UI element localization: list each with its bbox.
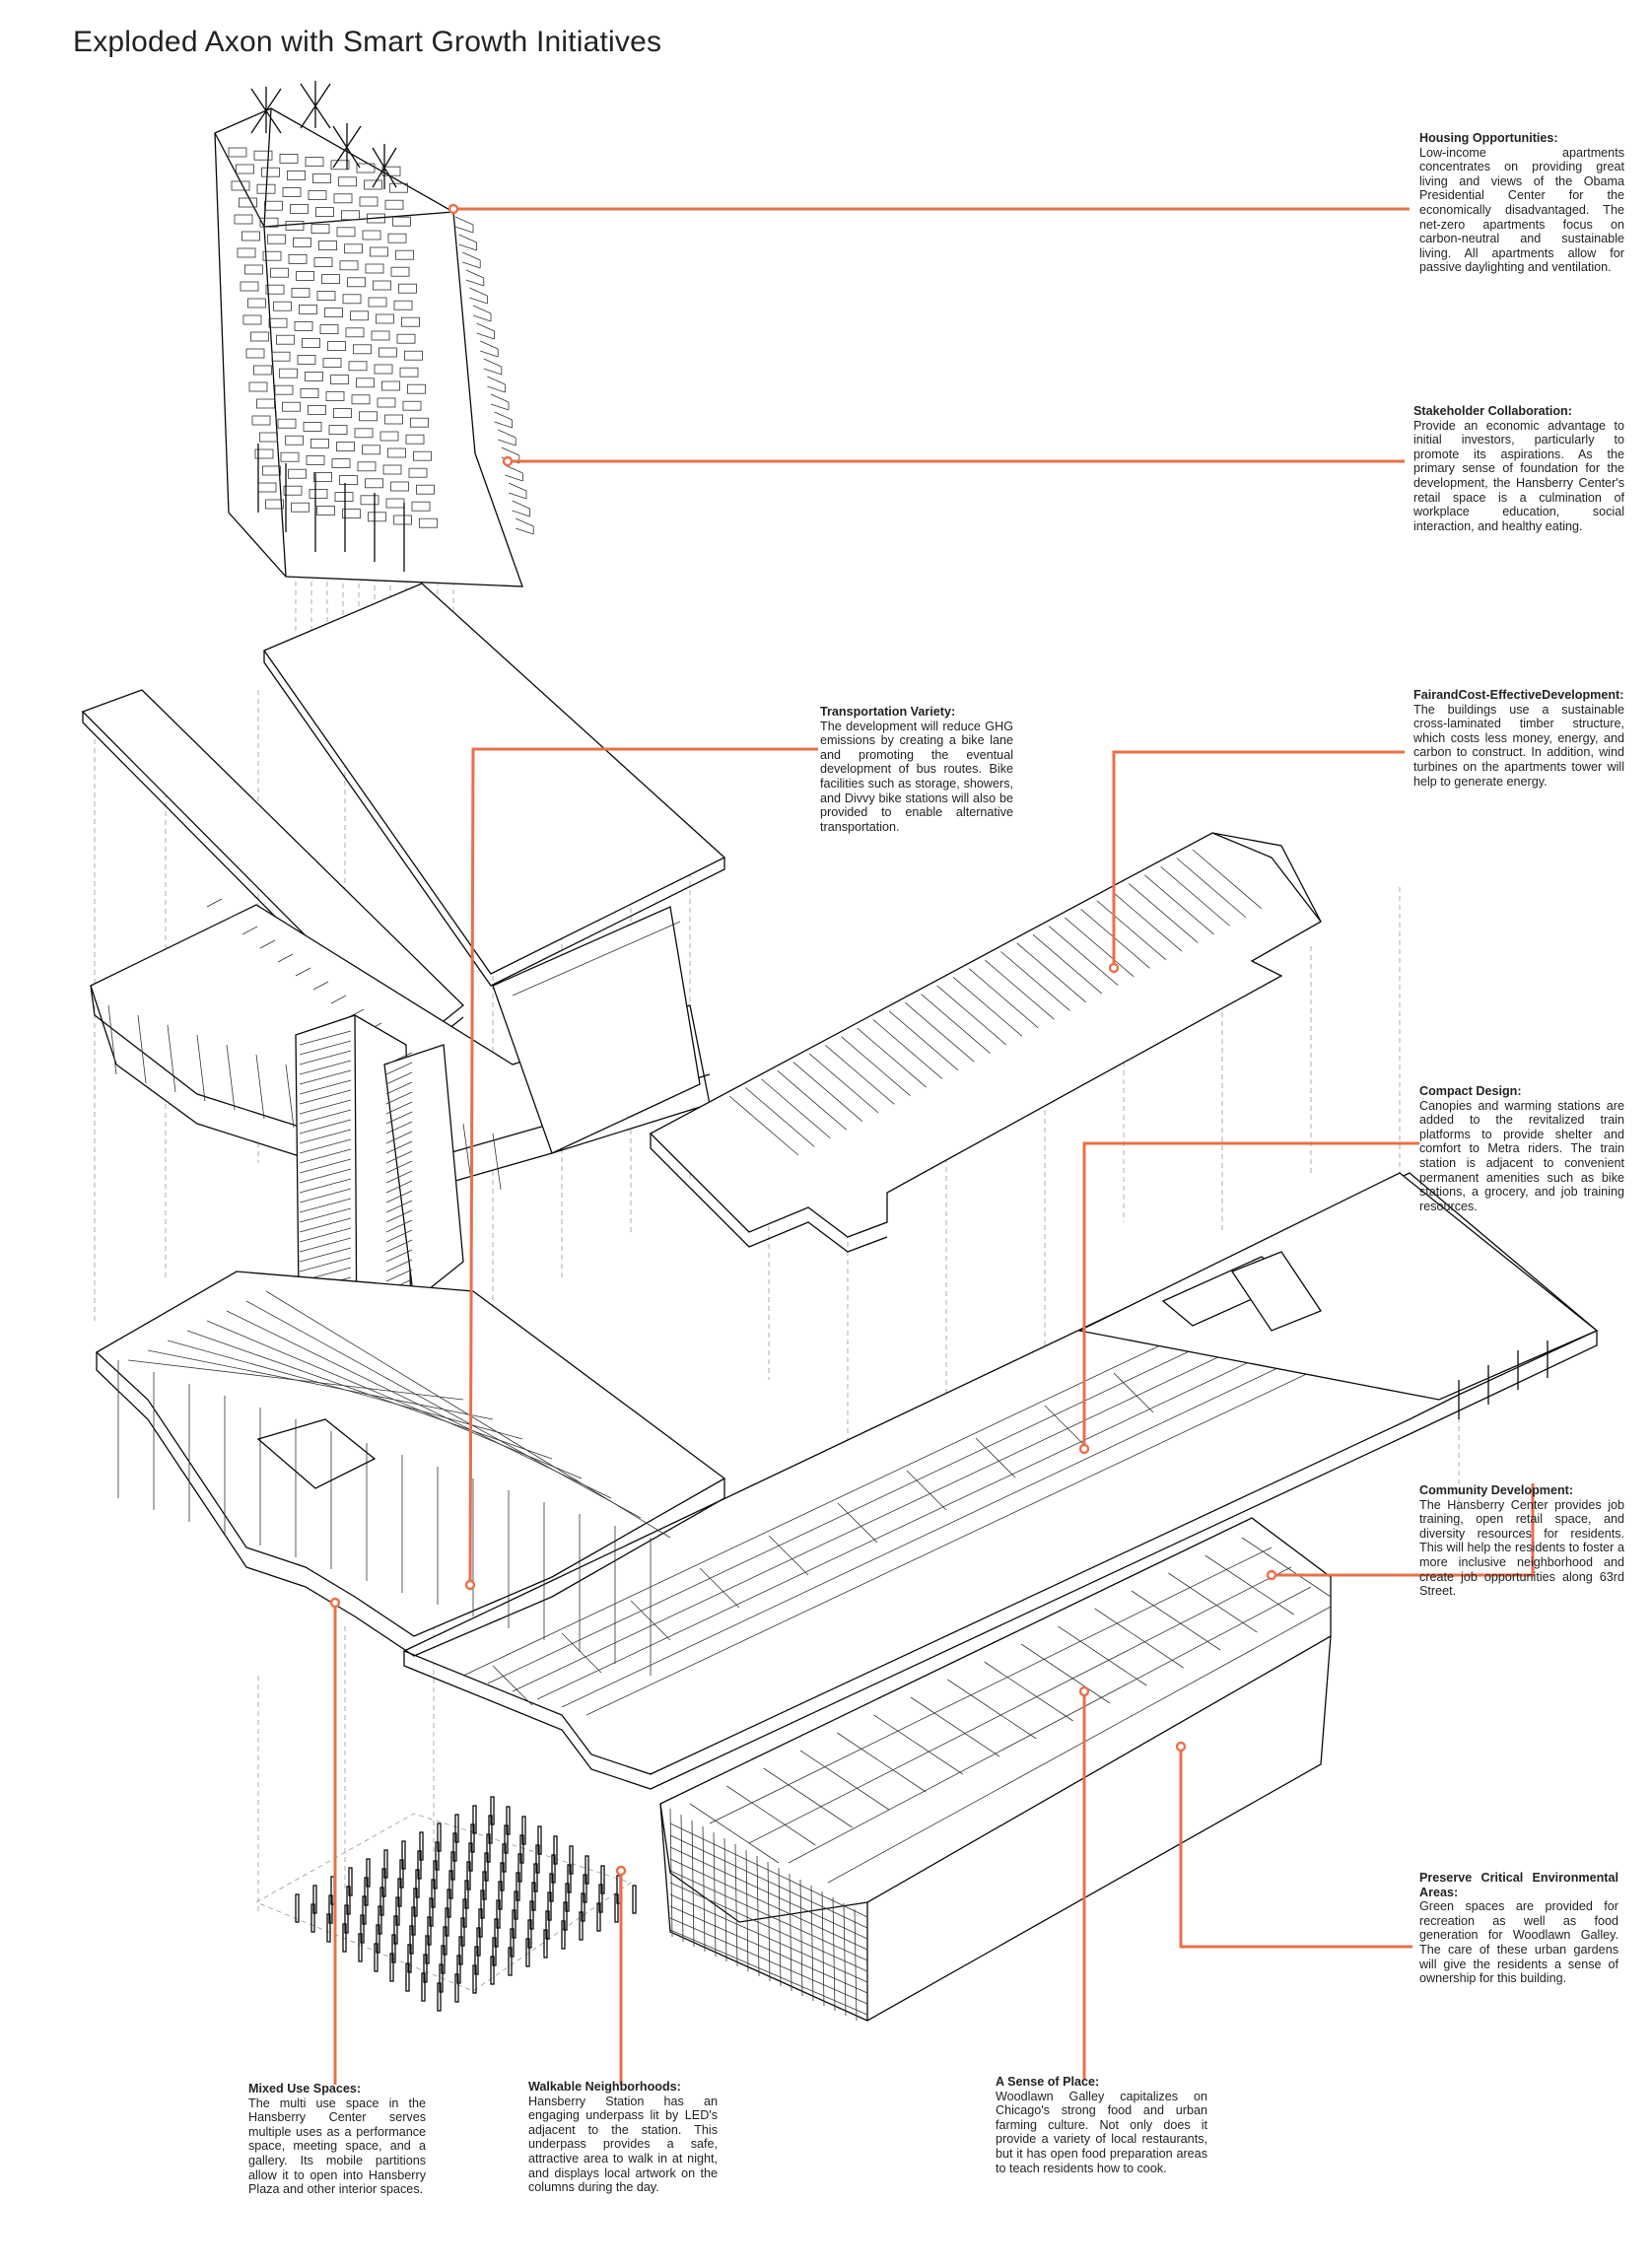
note-place-heading: A Sense of Place: — [996, 2075, 1100, 2089]
note-mixed-body: The multi use space in the Hansberry Cen… — [248, 2096, 426, 2197]
note-mixed-use: Mixed Use Spaces: The multi use space in… — [248, 2082, 426, 2197]
note-compact-heading: Compact Design: — [1419, 1084, 1522, 1098]
note-compact-design: Compact Design: Canopies and warming sta… — [1419, 1084, 1624, 1213]
note-transportation-heading: Transportation Variety: — [820, 705, 956, 719]
note-stakeholder-heading: Stakeholder Collaboration: — [1413, 404, 1572, 418]
note-transportation: Transportation Variety: The development … — [820, 705, 1013, 834]
page-title: Exploded Axon with Smart Growth Initiati… — [73, 26, 662, 58]
note-housing-body: Low-income apartments concentrates on pr… — [1419, 145, 1624, 275]
note-fair-development: FairandCost-EffectiveDevelopment: The bu… — [1413, 688, 1624, 789]
note-community-body: The Hansberry Center provides job traini… — [1419, 1497, 1624, 1599]
note-compact-body: Canopies and warming stations are added … — [1419, 1098, 1624, 1213]
note-stakeholder-body: Provide an economic advantage to initial… — [1413, 418, 1624, 533]
note-walkable-body: Hansberry Station has an engaging underp… — [528, 2094, 718, 2195]
train-canopy — [492, 832, 1322, 1253]
note-fair-heading: FairandCost-EffectiveDevelopment: — [1413, 688, 1624, 702]
note-mixed-heading: Mixed Use Spaces: — [248, 2082, 362, 2096]
note-housing-heading: Housing Opportunities: — [1419, 131, 1558, 145]
woodlawn-galley — [659, 1517, 1332, 2022]
note-transportation-body: The development will reduce GHG emission… — [820, 719, 1013, 834]
note-community-heading: Community Development: — [1419, 1483, 1574, 1497]
apartment-tower — [214, 81, 534, 587]
note-walkable: Walkable Neighborhoods: Hansberry Statio… — [528, 2080, 718, 2195]
note-fair-body: The buildings use a sustainable cross-la… — [1413, 702, 1624, 789]
leader-lines — [329, 203, 1535, 2085]
wind-turbines-icon — [250, 81, 397, 189]
note-stakeholder: Stakeholder Collaboration: Provide an ec… — [1413, 404, 1624, 533]
roof-slabs — [81, 583, 726, 1058]
underpass-columns — [255, 1796, 637, 2012]
note-sense-of-place: A Sense of Place: Woodlawn Galley capita… — [996, 2075, 1207, 2175]
note-preserve-heading: Preserve Critical Environmental Areas: — [1419, 1871, 1618, 1899]
note-preserve-body: Green spaces are provided for recreation… — [1419, 1899, 1618, 1986]
station-platform — [402, 1172, 1599, 1790]
note-preserve-areas: Preserve Critical Environmental Areas: G… — [1419, 1871, 1618, 1986]
note-community-development: Community Development: The Hansberry Cen… — [1419, 1483, 1624, 1599]
note-walkable-heading: Walkable Neighborhoods: — [528, 2080, 681, 2094]
note-place-body: Woodlawn Galley capitalizes on Chicago's… — [996, 2089, 1207, 2175]
note-housing: Housing Opportunities: Low-income apartm… — [1419, 131, 1624, 275]
